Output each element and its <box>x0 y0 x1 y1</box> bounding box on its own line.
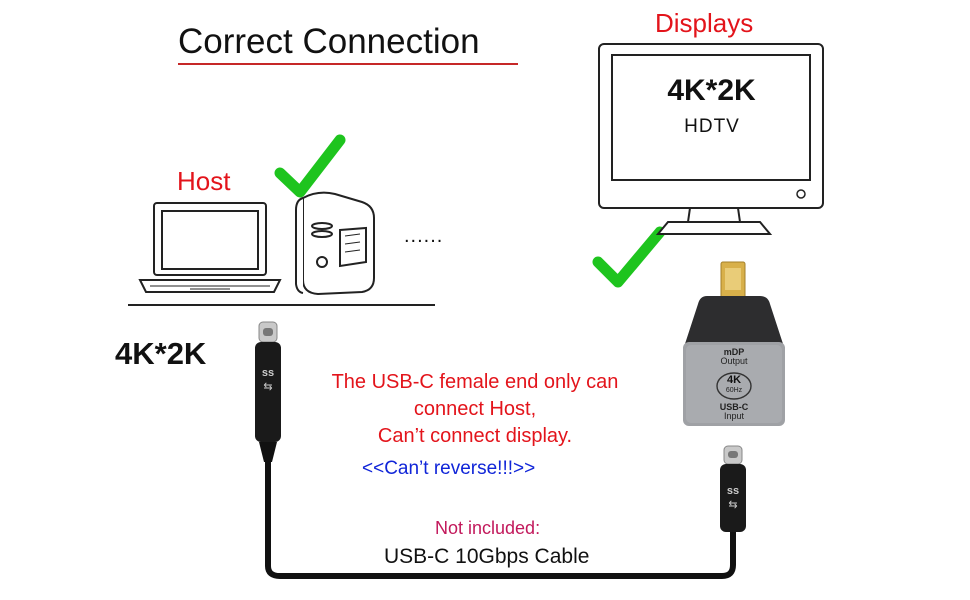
host-label: Host <box>177 166 231 196</box>
adapter-output-label-2: Output <box>720 356 748 366</box>
adapter-input-label-1: USB-C <box>719 402 749 412</box>
svg-text:⇆: ⇆ <box>728 499 737 511</box>
page-title: Correct Connection <box>178 22 480 61</box>
svg-text:ss: ss <box>262 367 274 379</box>
adapter-badge-4k: 4K <box>726 374 742 386</box>
svg-text:⇆: ⇆ <box>263 381 272 393</box>
usb-c-plug-right: ss ⇆ <box>720 445 746 532</box>
desktop-tower-icon <box>295 191 375 296</box>
warning-line-1: The USB-C female end only can <box>331 371 619 393</box>
displays-label: Displays <box>655 8 754 38</box>
mdp-adapter-icon <box>683 261 785 426</box>
warning-line-3: Can’t connect display. <box>377 425 573 447</box>
warning-line-2: connect Host, <box>413 398 537 420</box>
reverse-note: <<Can’t reverse!!!>> <box>362 458 536 479</box>
left-resolution: 4K*2K <box>115 336 207 371</box>
usb-c-plug-left: ss ⇆ <box>255 321 281 462</box>
check-icon-display <box>592 226 666 288</box>
not-included-note: Not included: <box>435 518 541 538</box>
adapter-output-label-1: mDP <box>723 347 745 357</box>
svg-text:ss: ss <box>727 485 739 497</box>
title-underline <box>178 63 518 65</box>
adapter-input-label-2: Input <box>723 411 745 421</box>
monitor-icon <box>598 43 824 235</box>
cable-name: USB-C 10Gbps Cable <box>384 545 590 568</box>
monitor-resolution: 4K*2K <box>667 74 756 107</box>
laptop-icon <box>138 202 282 293</box>
adapter-badge-60hz: 60Hz <box>725 387 743 394</box>
more-devices-ellipsis: ...... <box>404 225 444 247</box>
monitor-type: HDTV <box>684 116 740 137</box>
cable-wire <box>265 460 736 579</box>
check-icon-host <box>274 134 346 198</box>
